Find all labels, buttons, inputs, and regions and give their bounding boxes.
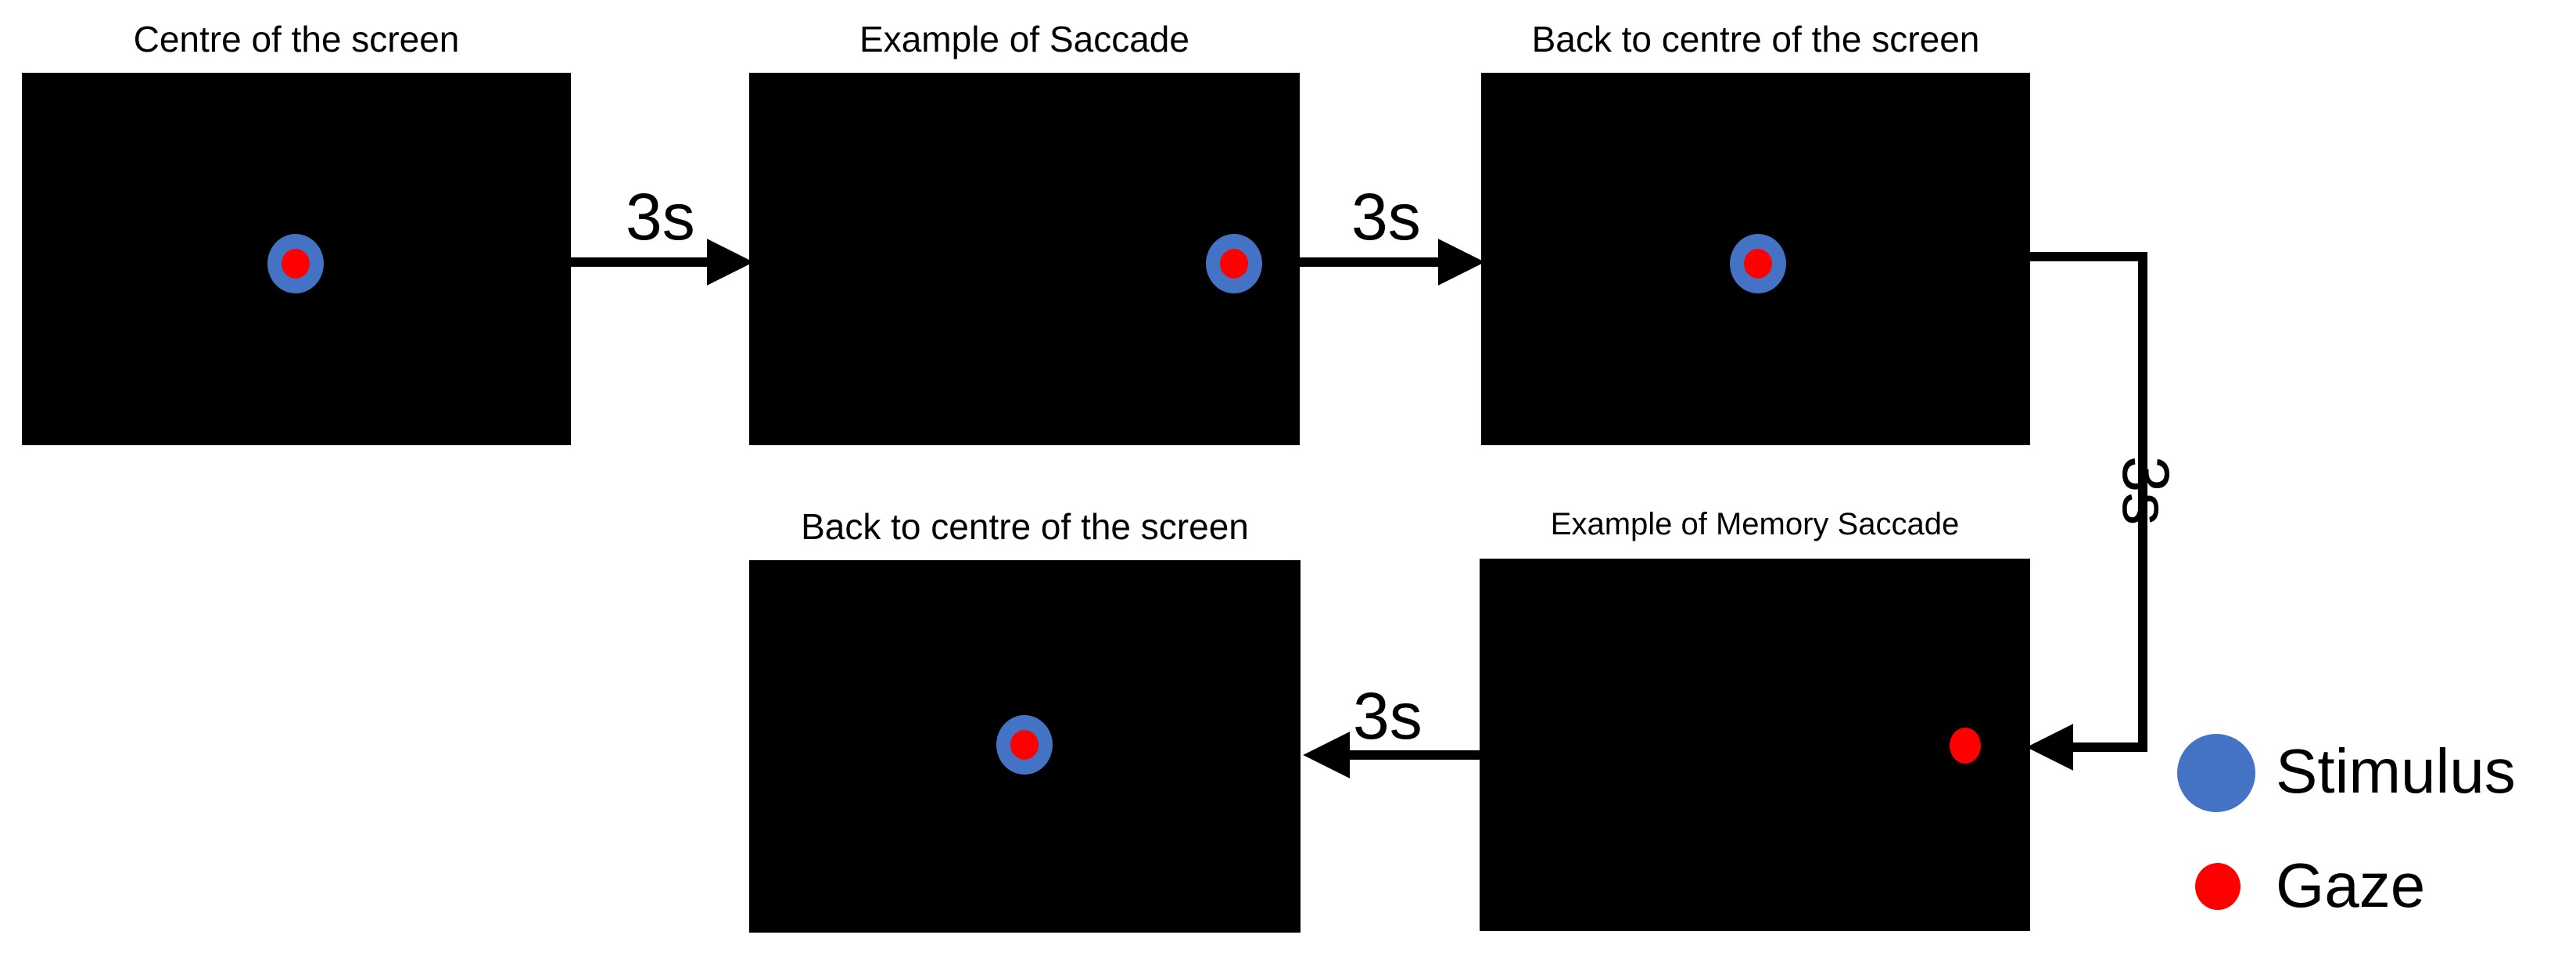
panel-5-title: Back to centre of the screen bbox=[801, 506, 1249, 547]
gaze-dot bbox=[1010, 730, 1039, 760]
panel-3-title: Back to centre of the screen bbox=[1531, 19, 1980, 59]
panel-2-screen bbox=[749, 73, 1300, 445]
legend-gaze-icon bbox=[2195, 863, 2241, 910]
duration-label-2: 3s bbox=[1351, 180, 1421, 253]
panel-5-screen bbox=[749, 560, 1301, 933]
panel-1-screen bbox=[22, 73, 571, 445]
duration-label-1: 3s bbox=[626, 180, 695, 253]
gaze-dot bbox=[282, 249, 310, 279]
panel-4-title: Example of Memory Saccade bbox=[1550, 507, 1960, 541]
gaze-dot bbox=[1950, 728, 1981, 764]
panel-1-title: Centre of the screen bbox=[133, 19, 460, 59]
legend-gaze-label: Gaze bbox=[2276, 850, 2426, 920]
panel-3-screen bbox=[1481, 73, 2030, 445]
gaze-dot bbox=[1744, 249, 1772, 279]
legend-stimulus-icon bbox=[2177, 734, 2255, 812]
gaze-dot bbox=[1220, 249, 1248, 279]
duration-label-3: 3s bbox=[2109, 455, 2183, 526]
duration-label-4: 3s bbox=[1353, 679, 1423, 753]
panel-2-title: Example of Saccade bbox=[859, 19, 1189, 59]
arrow-panel3-to-panel4 bbox=[2026, 252, 2147, 771]
panel-4-screen bbox=[1480, 559, 2030, 931]
legend-stimulus-label: Stimulus bbox=[2276, 736, 2516, 806]
